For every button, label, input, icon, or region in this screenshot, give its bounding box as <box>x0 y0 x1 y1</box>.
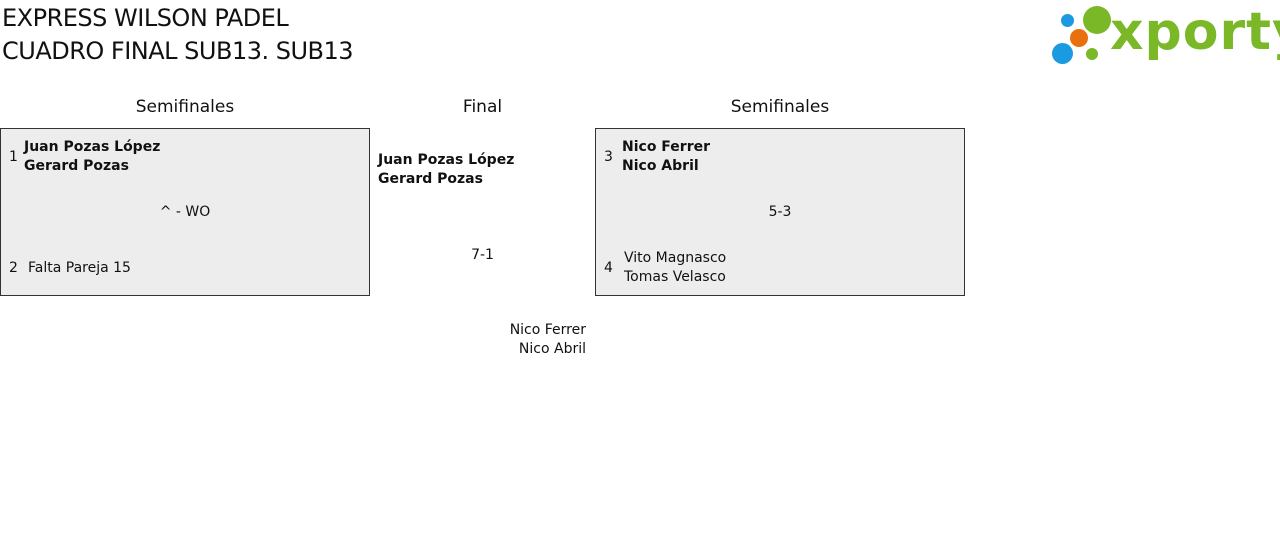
team-loser[interactable]: Vito Magnasco Tomas Velasco <box>624 249 726 287</box>
team-seed: 4 <box>604 260 613 276</box>
player-name: Nico Abril <box>518 341 586 357</box>
logo-dot-green-small-icon <box>1086 48 1098 60</box>
player-name: Nico Abril <box>622 158 699 174</box>
final-team-top[interactable]: Juan Pozas López Gerard Pozas <box>378 151 514 189</box>
match-score: ^ - WO <box>159 204 211 220</box>
logo-dot-blue-small-icon <box>1061 14 1074 27</box>
team-seed: 1 <box>9 149 18 165</box>
team-winner[interactable]: Juan Pozas López Gerard Pozas <box>24 138 160 176</box>
team-winner[interactable]: Nico Ferrer Nico Abril <box>622 138 710 176</box>
team-seed: 3 <box>604 149 613 165</box>
player-name: Nico Ferrer <box>509 322 586 338</box>
final-team-bottom[interactable]: Nico Ferrer Nico Abril <box>420 321 586 359</box>
player-name: Juan Pozas López <box>24 139 161 155</box>
round-header-semifinal-right: Semifinales <box>730 97 830 117</box>
logo-dot-blue-large-icon <box>1052 43 1073 64</box>
logo-dot-orange-icon <box>1070 29 1088 47</box>
player-name: Gerard Pozas <box>24 158 129 174</box>
semifinal-match-right[interactable]: 3 Nico Ferrer Nico Abril 5-3 4 Vito Magn… <box>595 128 965 296</box>
draw-subtitle: CUADRO FINAL SUB13. SUB13 <box>2 37 354 65</box>
round-header-final: Final <box>462 97 503 117</box>
match-score: 5-3 <box>768 204 792 220</box>
team-seed: 2 <box>9 260 18 276</box>
semifinal-match-left[interactable]: 1 Juan Pozas López Gerard Pozas ^ - WO 2… <box>0 128 370 296</box>
final-score: 7-1 <box>471 247 494 263</box>
team-loser[interactable]: Falta Pareja 15 <box>28 259 131 278</box>
player-name: Falta Pareja 15 <box>28 260 131 276</box>
player-name: Nico Ferrer <box>622 139 711 155</box>
player-name: Tomas Velasco <box>624 269 726 285</box>
round-header-semifinal-left: Semifinales <box>135 97 235 117</box>
logo-dot-green-large-icon <box>1083 6 1111 34</box>
player-name: Vito Magnasco <box>624 250 727 266</box>
player-name: Gerard Pozas <box>378 171 483 187</box>
logo-wordmark: xporty <box>1110 2 1280 62</box>
xporty-logo[interactable]: xporty <box>1050 2 1280 68</box>
player-name: Juan Pozas López <box>378 152 515 168</box>
tournament-title: EXPRESS WILSON PADEL <box>2 4 289 32</box>
